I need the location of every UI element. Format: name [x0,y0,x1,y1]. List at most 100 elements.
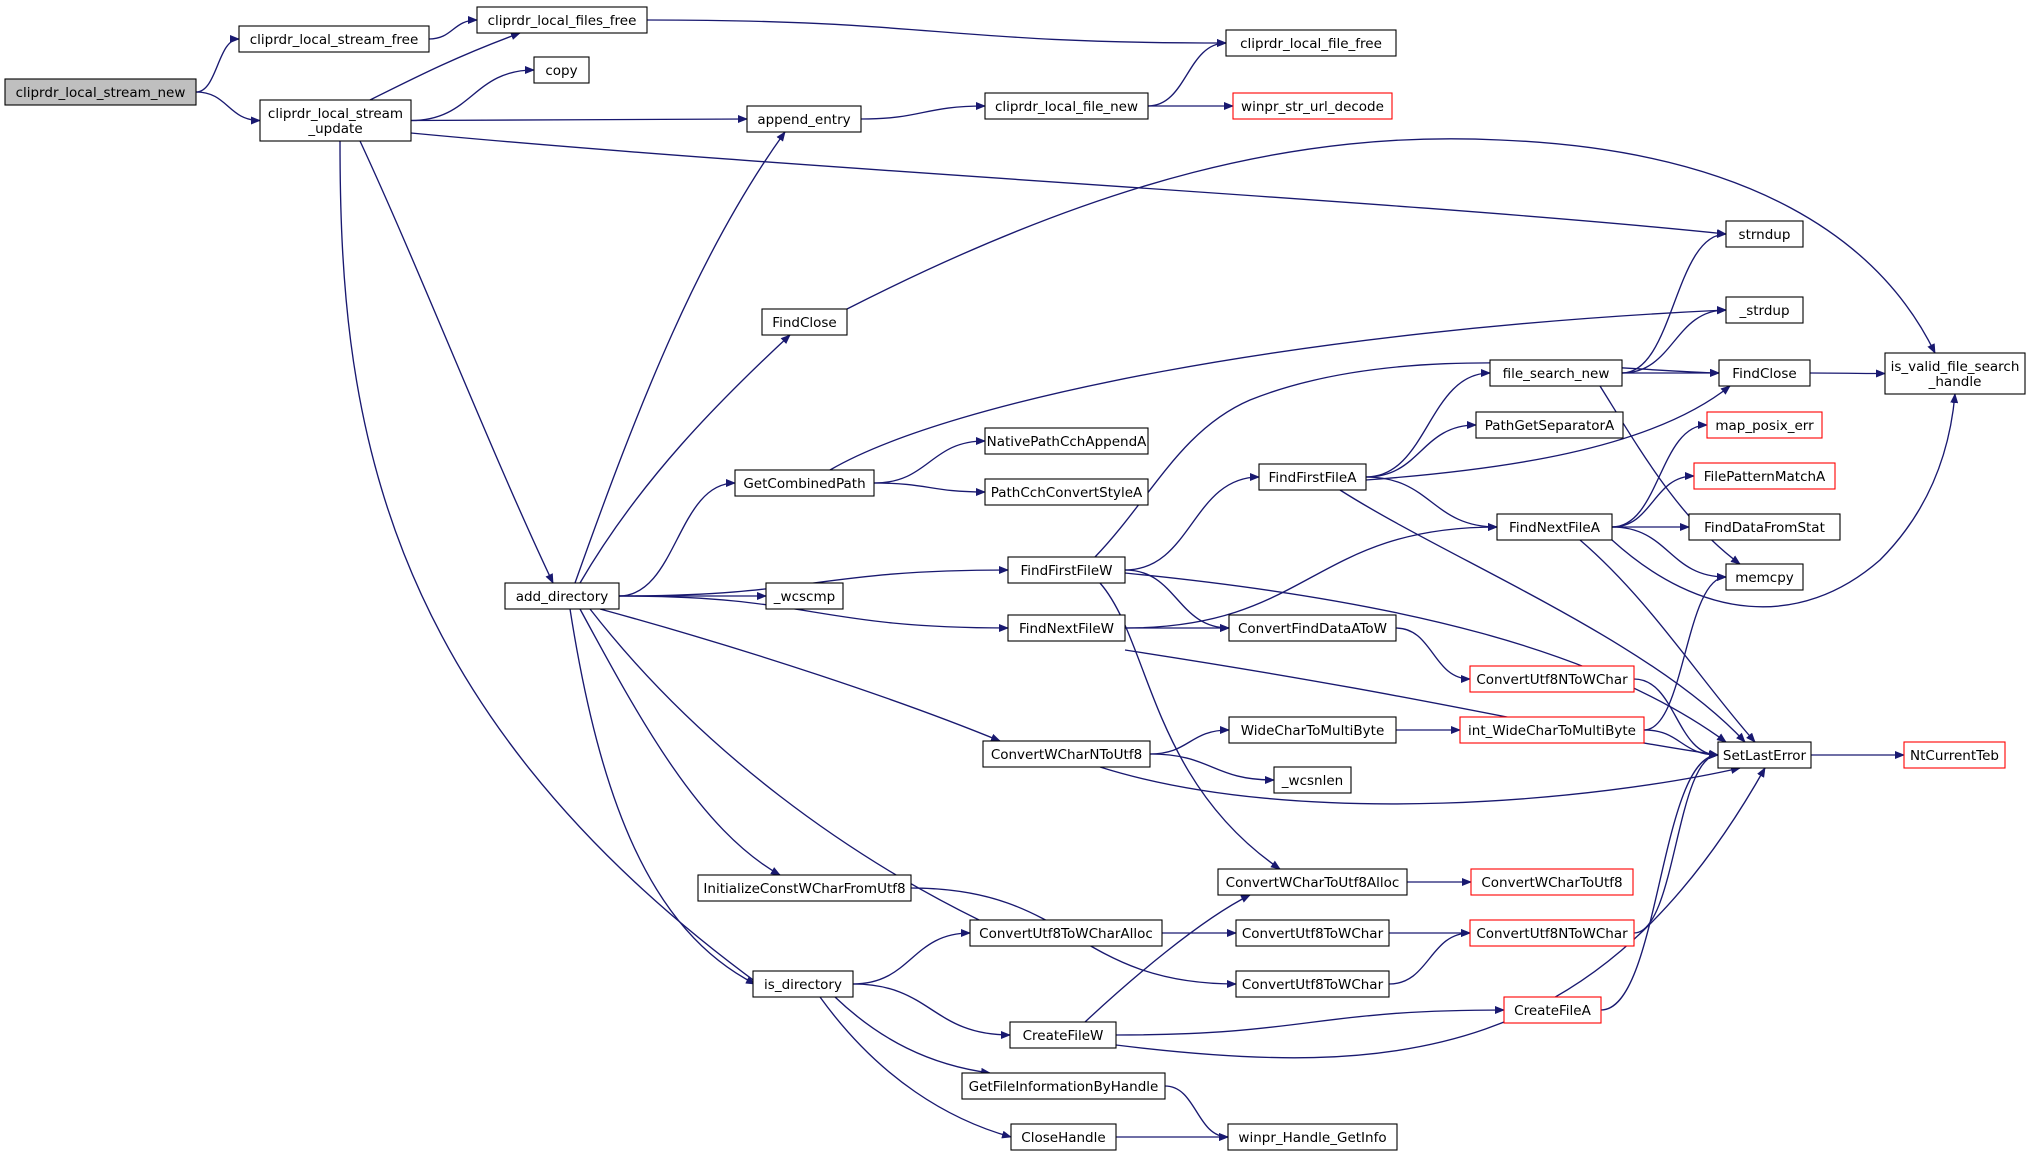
node-finddatafromstat[interactable]: FindDataFromStat [1688,513,1841,541]
node-box [984,92,1149,120]
edge-arrow [1124,523,1498,629]
node-memcpy[interactable]: memcpy [1725,563,1804,591]
edge-arrow [1084,894,1251,1023]
node-label: FindFirstFileA [1269,470,1358,486]
node-findnextw[interactable]: FindNextFileW [1007,614,1126,642]
node-native-path[interactable]: NativePathCchAppendA [984,427,1149,455]
node-box [1469,919,1635,947]
edge-createfilew-to-setlasterror [1115,767,1766,1059]
node-stream-update[interactable]: cliprdr_local_stream_update [259,99,412,142]
edge-cvt_wcharn_utf8-to-wctomb [1149,726,1230,755]
node-handle-getinfo[interactable]: winpr_Handle_GetInfo [1227,1123,1398,1151]
node-closehandle[interactable]: CloseHandle [1010,1123,1117,1151]
edge-arrow [1124,649,1719,758]
edge-stream_update-to-files_free [369,32,521,101]
edge-arrow [599,608,1001,742]
edge-findnexta-to-filepattern [1611,472,1695,528]
node-box [761,308,848,336]
node-pathcch-convert[interactable]: PathCchConvertStyleA [984,478,1149,506]
node-findclose1[interactable]: FindClose [761,308,848,336]
edge-arrow [646,19,1227,47]
edge-arrow [1611,421,1708,528]
edge-arrow [834,996,991,1076]
node-createfilea[interactable]: CreateFileA [1503,996,1602,1024]
node-label: ConvertWCharToUtf8 [1481,875,1622,891]
node-label: cliprdr_local_stream_new [16,85,186,101]
edge-arrow [579,608,781,876]
node-ntcurrentteb[interactable]: NtCurrentTeb [1903,741,2006,769]
node-cvt-utf8n-wchar1[interactable]: ConvertUtf8NToWChar [1469,665,1635,693]
node-copy[interactable]: copy [533,56,590,84]
node-files-free[interactable]: cliprdr_local_files_free [476,6,648,34]
node-strndup[interactable]: strndup [1725,220,1804,248]
edge-findnexta-to-map_posix [1611,421,1708,528]
node-is-directory[interactable]: is_directory [752,970,854,998]
node-append-entry[interactable]: append_entry [746,105,862,133]
node-box [504,582,620,610]
node-is-valid[interactable]: is_valid_file_search_handle [1884,352,2026,395]
node-cvt-utf8-wchar1[interactable]: ConvertUtf8ToWChar [1235,919,1390,947]
node-label: FindClose [1732,366,1796,382]
node-add-directory[interactable]: add_directory [504,582,620,610]
node-get-combined[interactable]: GetCombinedPath [734,469,875,497]
edge-arrow [852,983,1011,1039]
node-box [1228,614,1397,642]
node-stream-new: cliprdr_local_stream_new [4,78,197,106]
edge-arrow [1809,369,1886,378]
node-label: cliprdr_local_file_new [995,99,1138,115]
node-wcsnlen[interactable]: _wcsnlen [1273,766,1352,794]
node-int-wctomb[interactable]: int_WideCharToMultiByte [1459,716,1645,744]
node-stream-free[interactable]: cliprdr_local_stream_free [238,25,430,53]
node-cvt-utf8-wchar2[interactable]: ConvertUtf8ToWChar [1235,970,1390,998]
node-findnexta[interactable]: FindNextFileA [1496,513,1613,541]
edge-stream_update-to-copy [410,66,535,122]
node-filepattern[interactable]: FilePatternMatchA [1693,462,1836,490]
edge-stream_update-to-is_directory [339,140,761,986]
node-findfirstw[interactable]: FindFirstFileW [1007,556,1126,584]
node-box [1503,996,1602,1024]
edge-arrow [1599,385,1741,565]
node-init-const[interactable]: InitializeConstWCharFromUtf8 [697,874,912,902]
node-convert-finddata[interactable]: ConvertFindDataAToW [1228,614,1397,642]
node-label: GetFileInformationByHandle [969,1079,1159,1095]
node-findclose2[interactable]: FindClose [1718,359,1811,387]
node-cvt-utf8-wcharalloc[interactable]: ConvertUtf8ToWCharAlloc [969,919,1163,947]
node-cvt-utf8n-wchar2[interactable]: ConvertUtf8NToWChar [1469,919,1635,947]
node-setlasterror[interactable]: SetLastError [1717,741,1812,769]
node-path-sep[interactable]: PathGetSeparatorA [1475,411,1624,439]
node-url-decode[interactable]: winpr_str_url_decode [1232,92,1393,120]
node-createfilew[interactable]: CreateFileW [1009,1021,1117,1049]
edge-arrow [1643,729,1719,759]
node-file-search-new[interactable]: file_search_new [1489,359,1623,387]
node-label: FindFirstFileW [1020,563,1112,579]
edge-file_search_new-to-memcpy [1599,385,1741,565]
node-strdup[interactable]: _strdup [1725,296,1804,324]
node-wcscmp[interactable]: _wcscmp [765,582,844,610]
nodes-layer: cliprdr_local_stream_new cliprdr_local_st… [4,6,2026,1151]
node-findfirsta[interactable]: FindFirstFileA [1258,463,1367,491]
node-box [1235,970,1390,998]
edge-findfirsta-to-findclose2 [1365,385,1731,481]
edge-arrow [574,131,786,584]
node-label: ConvertUtf8NToWChar [1476,672,1628,688]
edge-add_directory-to-get_combined [618,479,736,597]
edge-stream_update-to-add_directory [359,140,554,584]
edge-arrow [1643,573,1727,731]
node-cvt-wchar-utf8alloc[interactable]: ConvertWCharToUtf8Alloc [1217,868,1408,896]
node-box [238,25,430,53]
node-file-new[interactable]: cliprdr_local_file_new [984,92,1149,120]
node-getfileinfo[interactable]: GetFileInformationByHandle [961,1072,1166,1100]
node-cvt-wchar-utf8[interactable]: ConvertWCharToUtf8 [1470,868,1634,896]
edge-findfirsta-to-setlasterror [1339,489,1746,743]
node-map-posix[interactable]: map_posix_err [1706,411,1823,439]
node-cvt-wcharn-utf8[interactable]: ConvertWCharNToUtf8 [982,740,1151,768]
edge-add_directory-to-findnextw [618,595,1009,632]
node-wctomb[interactable]: WideCharToMultiByte [1228,716,1397,744]
node-file-free[interactable]: cliprdr_local_file_free [1225,29,1397,57]
node-label: FindNextFileW [1019,621,1114,637]
edge-arrow [1395,627,1471,683]
node-label: winpr_Handle_GetInfo [1238,1130,1386,1146]
edge-arrow [1611,393,1959,608]
edge-add_directory-to-init_const [579,608,781,876]
edge-arrow [829,306,1727,471]
